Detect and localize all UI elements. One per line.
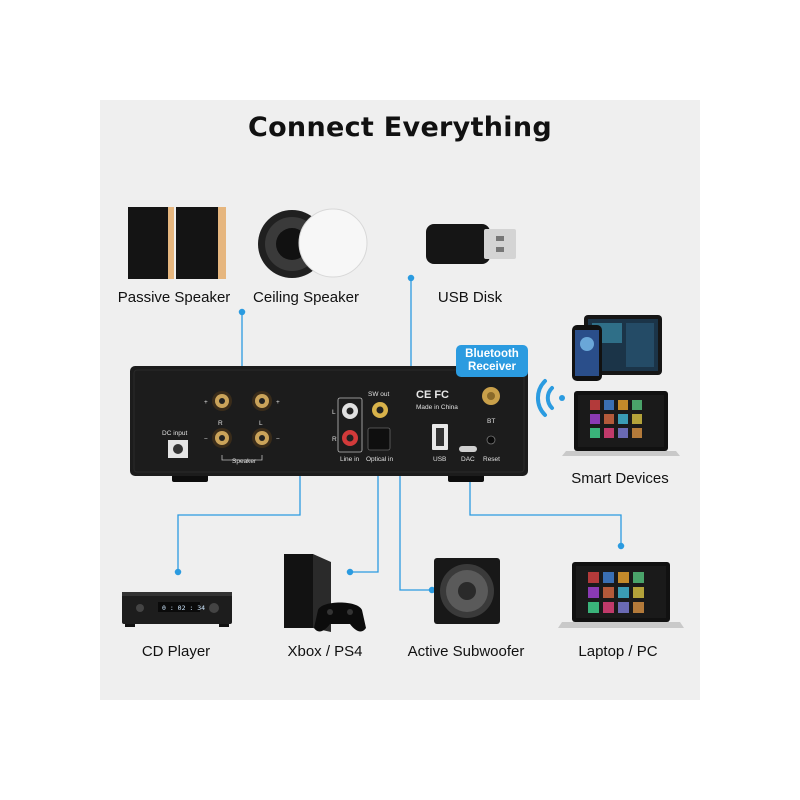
passive-speaker-image	[128, 207, 226, 279]
laptop-image	[558, 562, 684, 628]
label-minus-right: −	[276, 436, 280, 443]
label-cd-player: CD Player	[141, 643, 211, 660]
label-laptop-pc: Laptop / PC	[578, 643, 658, 660]
label-passive-speaker: Passive Speaker	[117, 289, 231, 306]
label-r-top: R	[218, 420, 223, 427]
label-sw-out: SW out	[368, 391, 390, 398]
label-xbox-ps4: Xbox / PS4	[287, 643, 363, 660]
line-cd-player	[177, 470, 301, 572]
bluetooth-receiver-badge: Bluetooth Receiver	[456, 345, 528, 377]
page-title: Connect Everything	[247, 112, 553, 143]
cd-display-text: 0 : 02 : 34	[162, 604, 205, 612]
label-bt: BT	[487, 418, 495, 425]
bluetooth-badge-line2: Receiver	[468, 361, 516, 373]
ceiling-speaker-image	[258, 208, 368, 278]
label-usb-disk: USB Disk	[437, 289, 503, 306]
label-dc-input: DC input	[162, 430, 187, 437]
label-active-subwoofer: Active Subwoofer	[407, 643, 525, 660]
console-image	[284, 554, 366, 632]
label-speaker: Speaker	[232, 458, 257, 465]
smart-devices-image	[562, 315, 680, 456]
line-laptop	[469, 452, 622, 546]
label-usb: USB	[433, 456, 446, 463]
label-made-in: Made in China	[416, 404, 458, 411]
label-minus-left: −	[204, 436, 208, 443]
label-ceiling-speaker: Ceiling Speaker	[253, 289, 359, 306]
label-reset: Reset	[483, 456, 500, 463]
label-optical-in: Optical in	[366, 456, 393, 463]
label-plus-left: +	[204, 399, 208, 406]
speaker-terminals	[212, 391, 272, 461]
cert-marks: CE FC	[416, 389, 449, 401]
wireless-waves-icon	[535, 379, 565, 417]
bluetooth-badge-line1: Bluetooth	[465, 348, 519, 360]
label-plus-right: +	[276, 399, 280, 406]
amplifier-back-panel: CE FC DC input Speaker R L + + − − L R L…	[130, 366, 528, 482]
label-line-r: R	[332, 436, 337, 443]
cd-player-image: 0 : 02 : 34	[122, 592, 232, 627]
subwoofer-image	[434, 558, 500, 624]
usb-disk-image	[426, 224, 516, 264]
label-l-top: L	[259, 420, 263, 427]
label-smart-devices: Smart Devices	[571, 470, 669, 487]
label-line-l: L	[332, 409, 336, 416]
label-dac: DAC	[461, 456, 475, 463]
label-line-in: Line in	[340, 456, 360, 463]
